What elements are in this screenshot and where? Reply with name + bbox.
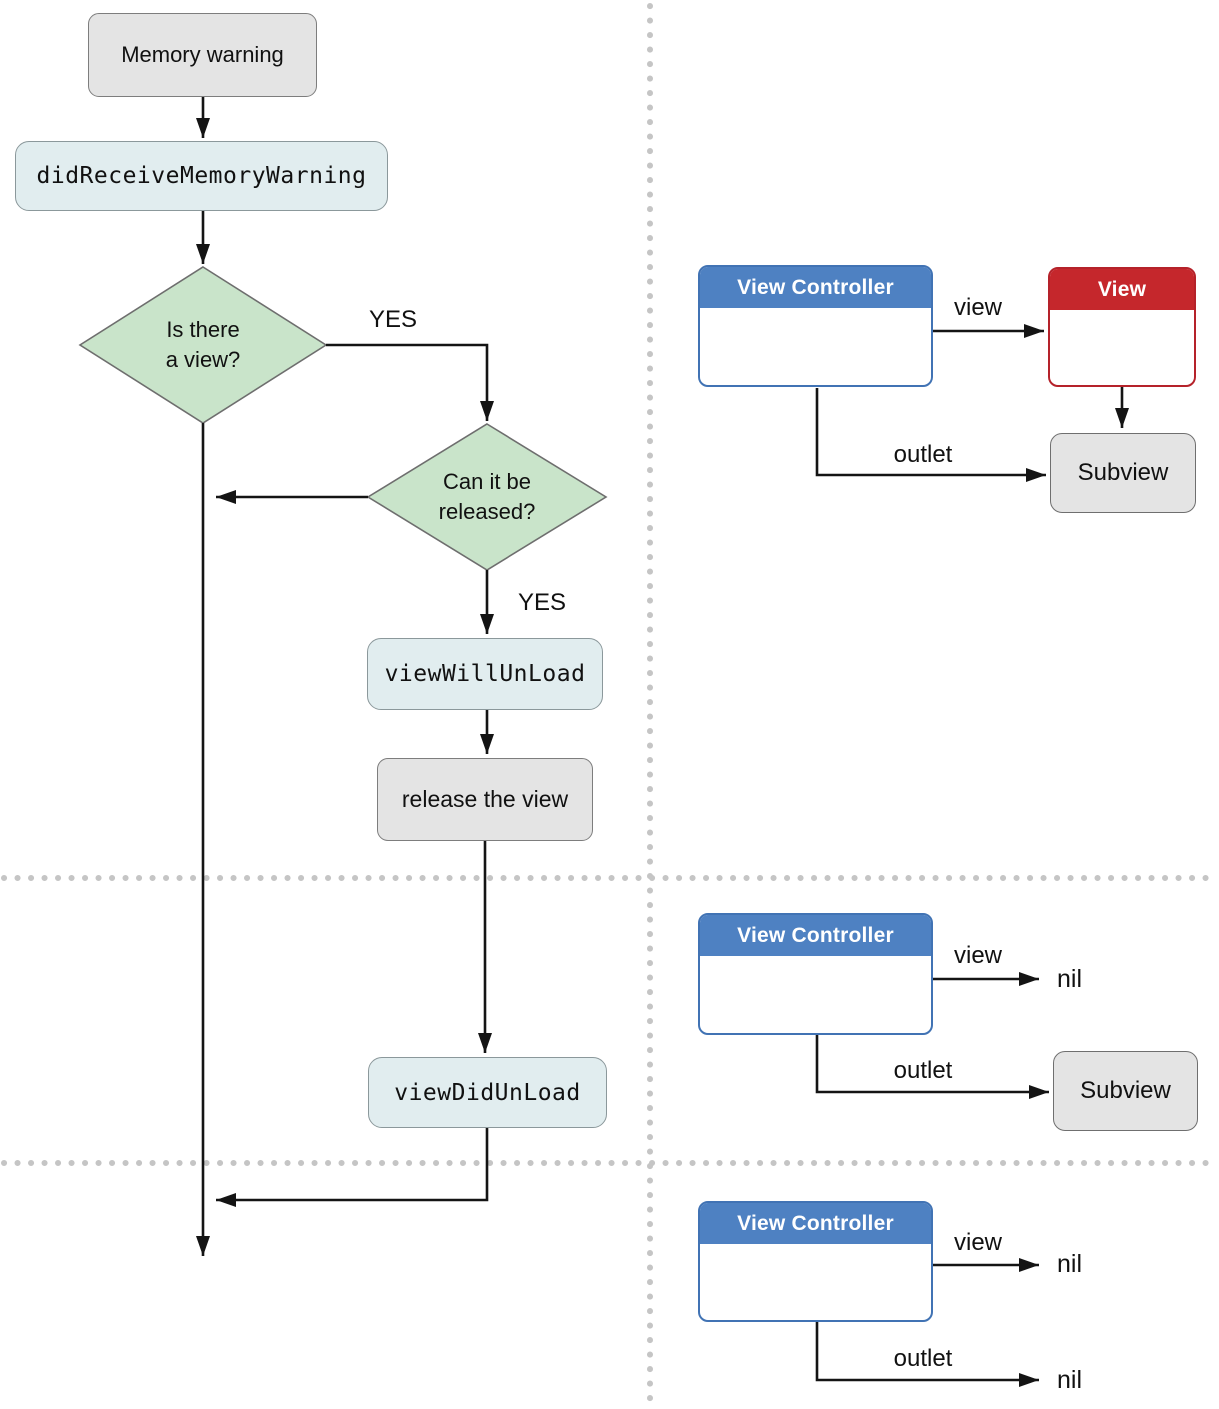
memory-warning-node: Memory warning: [88, 13, 317, 97]
view-edge-label-2: view: [953, 942, 1002, 969]
release-the-view-node: release the view: [377, 758, 593, 841]
diamond1-line2: a view?: [165, 347, 241, 372]
diamond2-line2: released?: [438, 499, 536, 524]
view-nil-label-2: nil: [1057, 965, 1083, 993]
viewwillunload-node: viewWillUnLoad: [367, 638, 603, 710]
outlet-edge-label-1: outlet: [893, 441, 953, 468]
arrow-diamond1-yes-to-diamond2: [326, 343, 494, 421]
arrow-vc1-outlet-to-subview1: [815, 388, 1046, 482]
yes-label-1: YES: [368, 306, 418, 333]
arrow-vc2-outlet-to-subview2: [815, 1035, 1049, 1099]
view-controller-box-2: View Controller: [698, 913, 933, 1035]
didreceivememorywarning-node: didReceiveMemoryWarning: [15, 141, 388, 211]
view-controller-box-3-header: View Controller: [700, 1203, 931, 1244]
arrow-viewdidunload-to-mainline: [216, 1128, 489, 1207]
subview-box-2: Subview: [1053, 1051, 1198, 1131]
outlet-edge-label-3: outlet: [893, 1345, 953, 1372]
view-edge-label-1: view: [953, 294, 1002, 321]
yes-label-2: YES: [517, 589, 567, 616]
viewdidunload-node: viewDidUnLoad: [368, 1057, 607, 1128]
subview-box-1: Subview: [1050, 433, 1196, 513]
view-nil-label-3: nil: [1057, 1250, 1083, 1278]
view-controller-box-1: View Controller: [698, 265, 933, 387]
outlet-edge-label-2: outlet: [893, 1057, 953, 1084]
view-box: View: [1048, 267, 1196, 387]
view-controller-box-1-header: View Controller: [700, 267, 931, 308]
arrow-vc3-outlet-to-nil: [815, 1322, 1039, 1387]
view-box-header: View: [1050, 269, 1194, 310]
diamond2-label: Can it be released?: [387, 467, 587, 527]
diamond2-line1: Can it be: [442, 469, 532, 494]
outlet-nil-label-3: nil: [1057, 1366, 1083, 1394]
diamond1-line1: Is there: [166, 317, 240, 342]
view-controller-box-2-header: View Controller: [700, 915, 931, 956]
view-edge-label-3: view: [953, 1229, 1002, 1256]
view-controller-box-3: View Controller: [698, 1201, 933, 1322]
diamond1-label: Is there a view?: [103, 315, 303, 375]
